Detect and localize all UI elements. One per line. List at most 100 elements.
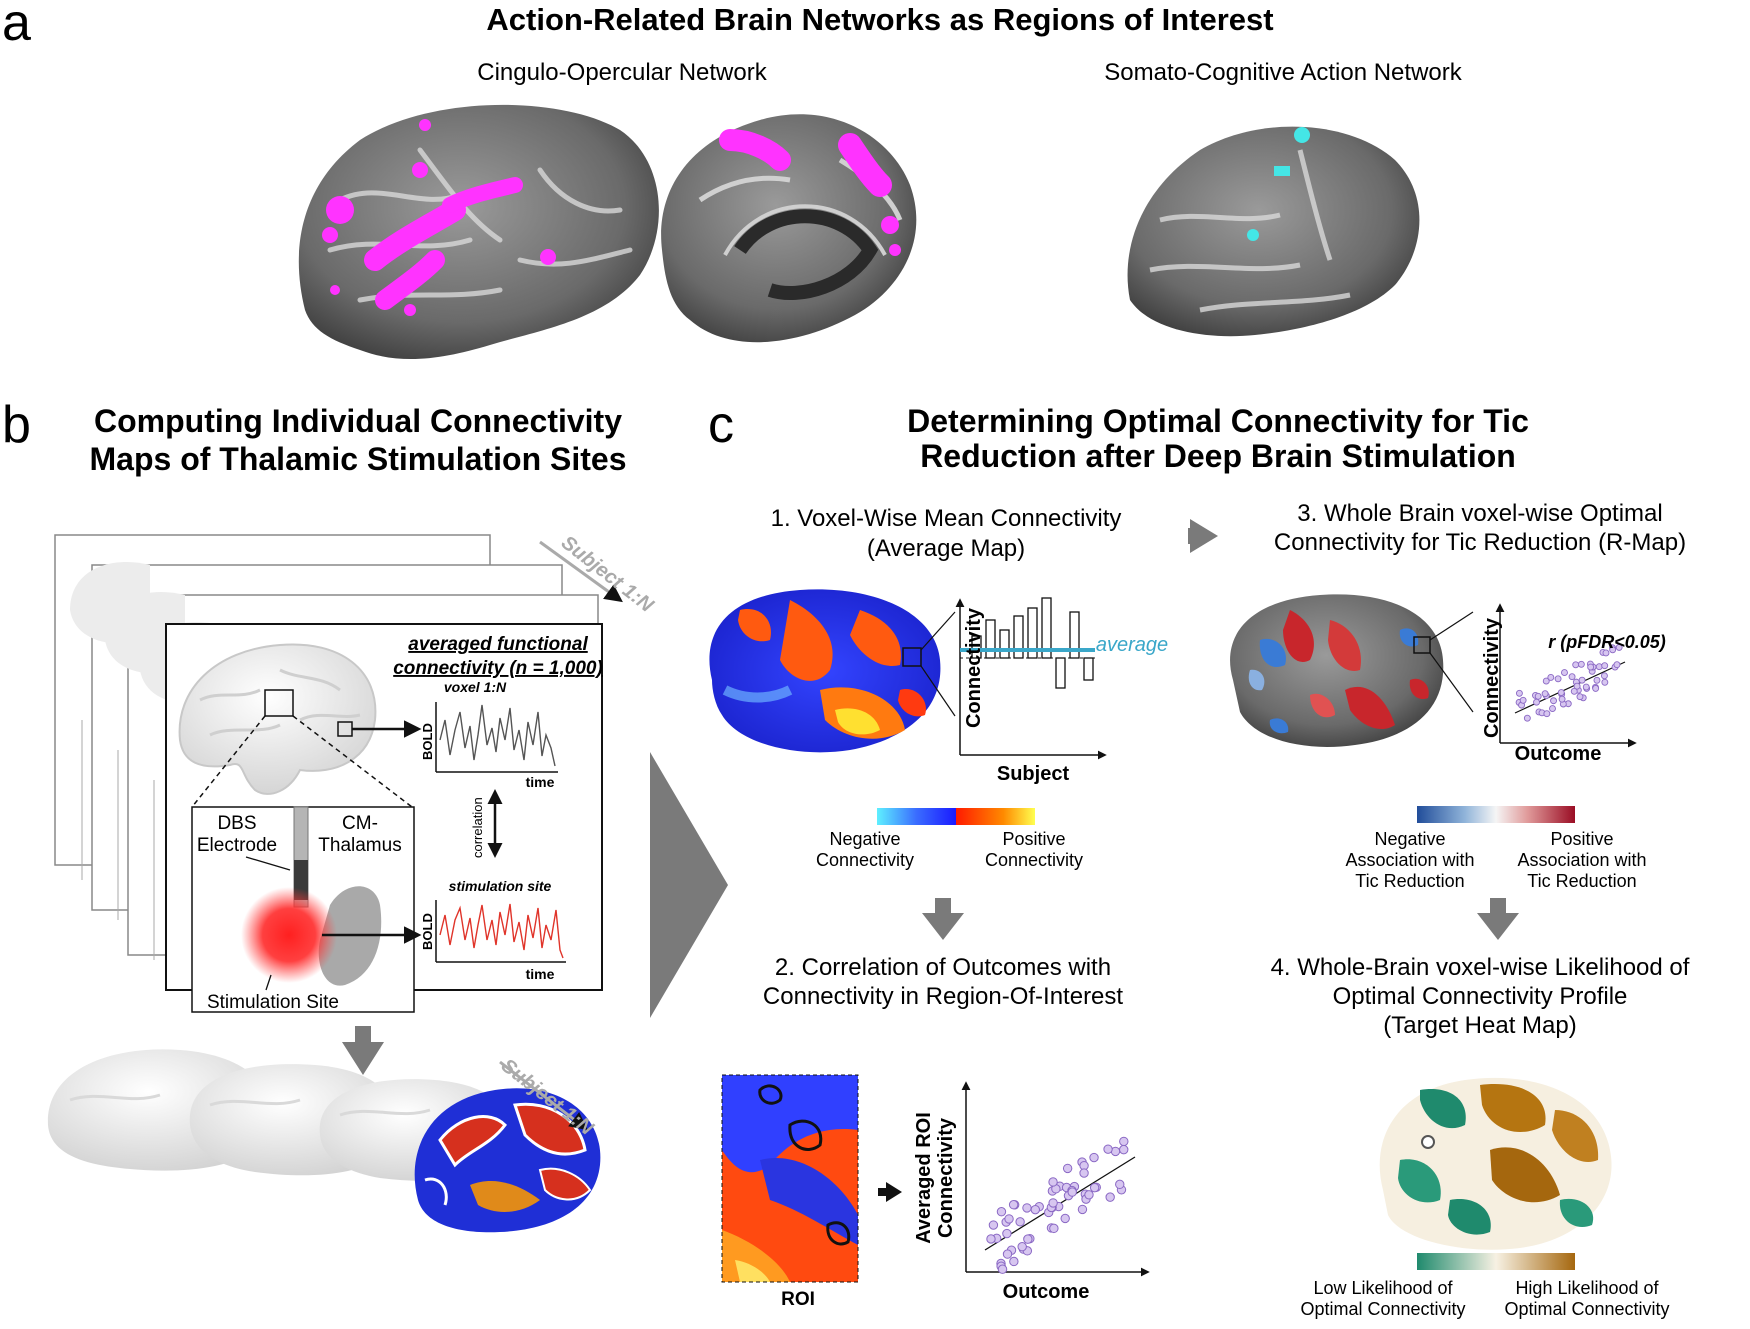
scatter-point bbox=[1015, 1217, 1025, 1227]
scatter-point bbox=[1615, 643, 1623, 651]
step2-title-1: 2. Correlation of Outcomes with bbox=[775, 954, 1111, 981]
subject-bar bbox=[1027, 607, 1038, 659]
inset-title-1: averaged functional bbox=[408, 634, 588, 655]
arrow-down-icon bbox=[342, 1042, 384, 1075]
correlation-label: correlation bbox=[470, 797, 485, 858]
step1-ylabel: Connectivity bbox=[963, 607, 985, 728]
scatter-point bbox=[1557, 689, 1565, 697]
scatter-point bbox=[1602, 649, 1610, 657]
scatter-point bbox=[1119, 1144, 1129, 1155]
scatter-point bbox=[1572, 661, 1580, 669]
cbar2-neg-1: Negative bbox=[1374, 829, 1445, 849]
scatter-point bbox=[1558, 695, 1566, 703]
cbar3-high-2: Optimal Connectivity bbox=[1504, 1299, 1669, 1319]
step1-xlabel: Subject bbox=[997, 763, 1070, 785]
subject-bar bbox=[985, 619, 996, 659]
scatter-point bbox=[1030, 1204, 1041, 1215]
scatter-point bbox=[1048, 1177, 1058, 1187]
subject-arrow-top bbox=[539, 540, 623, 603]
subject-bar bbox=[1055, 657, 1066, 689]
step4-title-1: 4. Whole-Brain voxel-wise Likelihood of bbox=[1271, 954, 1690, 981]
dbs-label-2: Electrode bbox=[197, 835, 277, 856]
stimulation-site-label: Stimulation Site bbox=[207, 992, 339, 1013]
step2-title-2: Connectivity in Region-Of-Interest bbox=[763, 983, 1123, 1010]
scatter-point bbox=[1609, 646, 1617, 654]
roi-zoom-map bbox=[721, 1074, 859, 1283]
scatter-point bbox=[1587, 663, 1595, 671]
zoom-line-r1 bbox=[1429, 611, 1474, 641]
cbar1-pos-1: Positive bbox=[1002, 829, 1065, 849]
scatter-point bbox=[1079, 1168, 1089, 1178]
scatter-point bbox=[1601, 678, 1609, 686]
scatter-point bbox=[997, 1264, 1008, 1274]
cbar2-neg-2: Association with bbox=[1345, 850, 1474, 870]
step2-ylabel-2: Connectivity bbox=[935, 1117, 957, 1238]
cbar3-low-1: Low Likelihood of bbox=[1313, 1278, 1453, 1298]
step1-average-label: average bbox=[1096, 634, 1168, 656]
scatter-point bbox=[1592, 684, 1600, 692]
scatter-point bbox=[1547, 673, 1555, 681]
scatter-point bbox=[1543, 710, 1551, 718]
cbar1-neg-1: Negative bbox=[829, 829, 900, 849]
scatter-point bbox=[1570, 687, 1578, 695]
colorbar-r-map bbox=[1417, 806, 1575, 823]
panel-b-title-1: Computing Individual Connectivity bbox=[94, 403, 622, 439]
cbar2-neg-3: Tic Reduction bbox=[1355, 871, 1464, 891]
inset-title-2: connectivity (n = 1,000) bbox=[393, 658, 603, 679]
scatter-point bbox=[1613, 661, 1621, 669]
scatter-point bbox=[1067, 1187, 1077, 1197]
step4-title-2: Optimal Connectivity Profile bbox=[1333, 983, 1628, 1010]
scatter-point bbox=[1077, 1204, 1088, 1215]
roi-label: ROI bbox=[781, 1289, 815, 1310]
scatter-point bbox=[988, 1220, 999, 1230]
step2-xlabel: Outcome bbox=[1003, 1281, 1090, 1303]
voxel-bold-trace bbox=[439, 704, 556, 767]
arrow-down-step2 bbox=[922, 913, 964, 940]
subject-bar-chart bbox=[955, 597, 1107, 760]
scatter-point bbox=[1103, 1144, 1113, 1154]
subject-bar bbox=[1013, 615, 1024, 659]
voxel-label: voxel 1:N bbox=[444, 679, 507, 695]
zoom-line-a2 bbox=[920, 665, 956, 717]
colorbar-likelihood bbox=[1417, 1253, 1575, 1270]
scatter-point bbox=[1554, 675, 1562, 683]
network-1-label: Cingulo-Opercular Network bbox=[477, 59, 767, 86]
step3-title-1: 3. Whole Brain voxel-wise Optimal bbox=[1297, 500, 1662, 527]
scatter-point bbox=[1008, 1200, 1019, 1210]
scatter-point bbox=[1060, 1213, 1070, 1224]
cbar2-pos-1: Positive bbox=[1550, 829, 1613, 849]
cbar1-pos-2: Connectivity bbox=[985, 850, 1083, 870]
r-map-brain bbox=[1230, 594, 1444, 747]
voxel-bold-label: BOLD bbox=[420, 723, 435, 760]
scatter-point bbox=[1534, 692, 1542, 700]
stim-site-pointer bbox=[265, 974, 272, 991]
scatter-point bbox=[1601, 662, 1609, 670]
arrow-right-icon bbox=[650, 752, 728, 1018]
subject-bar bbox=[971, 635, 982, 659]
scatter-point bbox=[1576, 693, 1584, 701]
panel-c-letter: c bbox=[708, 396, 734, 454]
scatter-point bbox=[1119, 1136, 1129, 1147]
arrow-small-roi bbox=[886, 1182, 902, 1202]
scatter-point bbox=[1523, 714, 1531, 722]
scatter-point bbox=[1105, 1192, 1115, 1202]
panel-a-letter: a bbox=[2, 0, 31, 52]
target-heat-map-brain bbox=[1379, 1077, 1612, 1250]
scatter-point bbox=[1004, 1214, 1014, 1224]
scatter-point bbox=[1048, 1198, 1058, 1208]
voxel-time-label: time bbox=[526, 774, 555, 790]
panel-b-title-2: Maps of Thalamic Stimulation Sites bbox=[90, 441, 627, 477]
subject-bar bbox=[999, 629, 1010, 659]
scatter-point bbox=[1549, 705, 1556, 713]
stim-bold-label: BOLD bbox=[420, 913, 435, 950]
scatter-point bbox=[1561, 669, 1568, 677]
scatter-point bbox=[996, 1207, 1007, 1217]
zoom-line-a1 bbox=[920, 611, 956, 651]
scatter-point bbox=[1023, 1234, 1033, 1244]
scatter-point bbox=[1022, 1203, 1032, 1213]
arrow-down-step4 bbox=[1477, 913, 1519, 940]
step3-xlabel: Outcome bbox=[1515, 743, 1602, 765]
step4-title-3: (Target Heat Map) bbox=[1383, 1012, 1576, 1039]
scatter-point bbox=[1009, 1256, 1019, 1267]
